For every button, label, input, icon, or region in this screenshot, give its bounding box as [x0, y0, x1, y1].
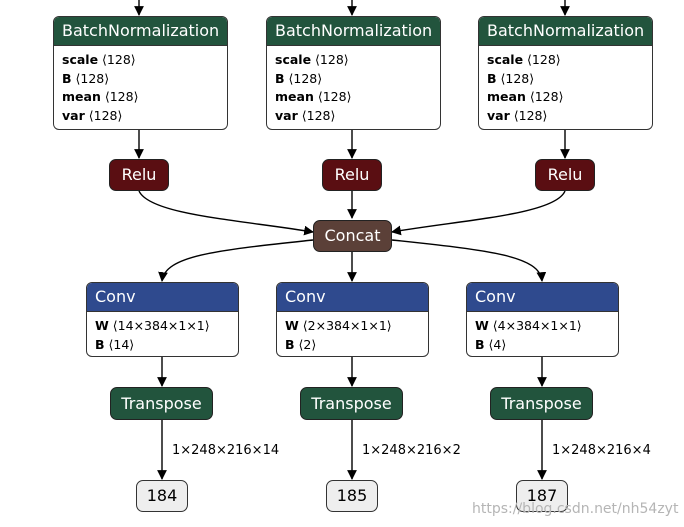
attr-value: ⟨128⟩ [317, 89, 352, 104]
conv-attributes: W ⟨14×384×1×1⟩ B ⟨14⟩ [87, 312, 238, 354]
attr-var: var ⟨128⟩ [62, 107, 227, 126]
relu-node-2[interactable]: Relu [322, 159, 382, 191]
concat-node[interactable]: Concat [313, 220, 392, 252]
attr-value: ⟨2×384×1×1⟩ [302, 318, 392, 333]
attr-scale: scale ⟨128⟩ [62, 51, 227, 70]
attr-key: B [62, 70, 72, 86]
attr-value: ⟨14⟩ [108, 336, 135, 352]
conv-title: Conv [467, 283, 618, 312]
transpose-node-3[interactable]: Transpose [490, 387, 593, 420]
edge-label-shape-3: 1×248×216×4 [552, 443, 651, 458]
attr-var: var ⟨128⟩ [487, 107, 652, 126]
batchnorm-title: BatchNormalization [267, 17, 440, 46]
conv-node-3[interactable]: Conv W ⟨4×384×1×1⟩ B ⟨4⟩ [466, 282, 619, 357]
edge-concat-conv0 [158, 239, 314, 282]
attr-b: B ⟨14⟩ [95, 336, 238, 355]
attr-key: scale [275, 52, 312, 67]
attr-value: ⟨2⟩ [298, 336, 317, 352]
watermark-text: https://blog.csdn.net/nh54zyt [472, 501, 679, 517]
conv-attributes: W ⟨2×384×1×1⟩ B ⟨2⟩ [277, 312, 428, 354]
batchnorm-title: BatchNormalization [479, 17, 652, 46]
batchnorm-title: BatchNormalization [54, 17, 227, 46]
attr-value: ⟨14×384×1×1⟩ [112, 318, 210, 333]
attr-w: W ⟨2×384×1×1⟩ [285, 317, 428, 336]
attr-value: ⟨128⟩ [513, 107, 548, 123]
attr-value: ⟨128⟩ [102, 52, 136, 67]
conv-attributes: W ⟨4×384×1×1⟩ B ⟨4⟩ [467, 312, 618, 354]
attr-b: B ⟨4⟩ [475, 336, 618, 355]
attr-value: ⟨4×384×1×1⟩ [492, 318, 582, 333]
attr-key: W [475, 318, 489, 333]
attr-key: mean [487, 89, 526, 104]
batchnorm-attributes: scale ⟨128⟩ B ⟨128⟩ mean ⟨128⟩ var ⟨128⟩ [479, 46, 652, 125]
attr-b: B ⟨128⟩ [62, 70, 227, 89]
edge-relu2-concat [391, 190, 566, 236]
attr-key: var [487, 107, 510, 123]
attr-key: B [275, 70, 285, 86]
attr-mean: mean ⟨128⟩ [62, 88, 227, 107]
output-node-187[interactable]: 187 [516, 480, 568, 512]
attr-value: ⟨128⟩ [301, 107, 336, 123]
attr-value: ⟨128⟩ [500, 70, 535, 86]
batchnorm-node-1[interactable]: BatchNormalization scale ⟨128⟩ B ⟨128⟩ m… [53, 16, 228, 130]
edge-label-shape-2: 1×248×216×2 [362, 443, 461, 458]
output-node-184[interactable]: 184 [136, 480, 188, 512]
attr-value: ⟨128⟩ [527, 52, 561, 67]
attr-key: scale [487, 52, 524, 67]
attr-value: ⟨128⟩ [288, 70, 323, 86]
attr-w: W ⟨4×384×1×1⟩ [475, 317, 618, 336]
attr-scale: scale ⟨128⟩ [487, 51, 652, 70]
attr-w: W ⟨14×384×1×1⟩ [95, 317, 238, 336]
attr-key: mean [62, 89, 101, 104]
output-node-185[interactable]: 185 [326, 480, 378, 512]
attr-b: B ⟨128⟩ [275, 70, 440, 89]
attr-b: B ⟨128⟩ [487, 70, 652, 89]
attr-key: B [285, 336, 295, 352]
attr-scale: scale ⟨128⟩ [275, 51, 440, 70]
edge-relu0-concat [138, 190, 314, 236]
attr-key: scale [62, 52, 99, 67]
attr-key: B [95, 336, 105, 352]
attr-key: W [95, 318, 109, 333]
attr-value: ⟨128⟩ [88, 107, 123, 123]
attr-b: B ⟨2⟩ [285, 336, 428, 355]
edge-label-shape-1: 1×248×216×14 [172, 443, 280, 458]
batchnorm-attributes: scale ⟨128⟩ B ⟨128⟩ mean ⟨128⟩ var ⟨128⟩ [267, 46, 440, 125]
attr-value: ⟨128⟩ [315, 52, 349, 67]
conv-node-2[interactable]: Conv W ⟨2×384×1×1⟩ B ⟨2⟩ [276, 282, 429, 357]
attr-mean: mean ⟨128⟩ [487, 88, 652, 107]
transpose-node-2[interactable]: Transpose [300, 387, 403, 420]
conv-title: Conv [277, 283, 428, 312]
attr-value: ⟨128⟩ [529, 89, 564, 104]
attr-value: ⟨4⟩ [488, 336, 507, 352]
attr-value: ⟨128⟩ [104, 89, 139, 104]
relu-node-3[interactable]: Relu [535, 159, 595, 191]
attr-var: var ⟨128⟩ [275, 107, 440, 126]
transpose-node-1[interactable]: Transpose [110, 387, 213, 420]
batchnorm-node-3[interactable]: BatchNormalization scale ⟨128⟩ B ⟨128⟩ m… [478, 16, 653, 130]
attr-key: B [475, 336, 485, 352]
batchnorm-node-2[interactable]: BatchNormalization scale ⟨128⟩ B ⟨128⟩ m… [266, 16, 441, 130]
relu-node-1[interactable]: Relu [109, 159, 169, 191]
attr-key: B [487, 70, 497, 86]
attr-key: W [285, 318, 299, 333]
attr-key: var [275, 107, 298, 123]
edge-concat-conv2 [391, 239, 547, 282]
attr-key: mean [275, 89, 314, 104]
conv-node-1[interactable]: Conv W ⟨14×384×1×1⟩ B ⟨14⟩ [86, 282, 239, 357]
attr-mean: mean ⟨128⟩ [275, 88, 440, 107]
conv-title: Conv [87, 283, 238, 312]
attr-value: ⟨128⟩ [75, 70, 110, 86]
attr-key: var [62, 107, 85, 123]
batchnorm-attributes: scale ⟨128⟩ B ⟨128⟩ mean ⟨128⟩ var ⟨128⟩ [54, 46, 227, 125]
